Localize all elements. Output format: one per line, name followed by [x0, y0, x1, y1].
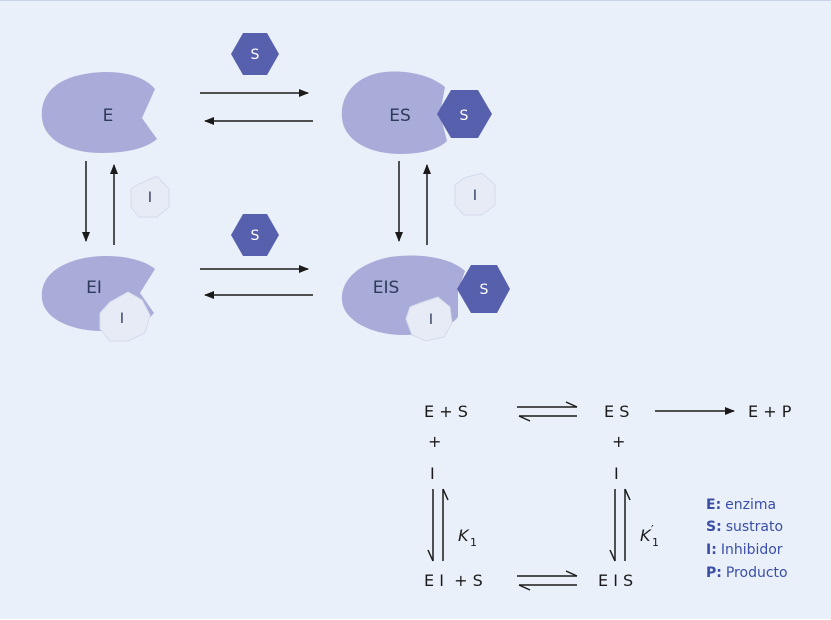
scheme-plus-right: +	[612, 432, 625, 451]
equilibrium-arrows-row1	[517, 401, 578, 422]
inhibitor-label-right: I	[473, 188, 477, 204]
substrate-free-top: S	[231, 33, 279, 75]
inhibitor-free-right: I	[454, 172, 496, 216]
scheme-plus-left: +	[428, 432, 441, 451]
constant-k1-prime: K	[640, 526, 652, 545]
constant-k1-prime-subscript: 1	[652, 536, 659, 549]
equilibrium-arrows-row3	[517, 570, 578, 591]
enzyme-inhibitor-substrate-complex: EIS S I	[341, 255, 510, 342]
ei-inhibitor-label: I	[120, 311, 124, 327]
inhibitor-free-left: I	[130, 175, 170, 218]
es-substrate-label: S	[460, 108, 469, 124]
legend-item-enzyme: E:enzima	[706, 497, 776, 513]
eis-label: EIS	[373, 278, 400, 298]
constant-k1-prime-mark: ′	[651, 523, 654, 537]
scheme-ei-plus-s: E I + S	[424, 571, 483, 590]
scheme-es: E S	[604, 402, 629, 421]
equilibrium-arrows-right	[609, 488, 631, 562]
enzyme-substrate-complex: ES S	[341, 71, 492, 154]
inhibitor-label-left: I	[148, 190, 152, 206]
legend-item-inhibitor: I:Inhibidor	[706, 542, 783, 558]
scheme-inhibitor-left: I	[430, 464, 435, 483]
enzyme-free: E	[41, 71, 157, 153]
constant-k1: K	[458, 526, 470, 545]
legend: E:enzima S:sustrato I:Inhibidor P:Produc…	[706, 497, 788, 581]
ei-label: EI	[86, 278, 102, 298]
enzyme-label: E	[103, 106, 114, 126]
enzyme-inhibitor-complex: EI I	[41, 256, 155, 342]
scheme-e-plus-s: E + S	[424, 402, 468, 421]
legend-item-substrate: S:sustrato	[706, 519, 783, 535]
eis-substrate-label: S	[480, 282, 489, 298]
legend-item-product: P:Producto	[706, 565, 788, 581]
scheme-eis: E I S	[598, 571, 633, 590]
equilibrium-arrows-left	[427, 488, 449, 562]
scheme-e-plus-p: E + P	[748, 402, 792, 421]
scheme-inhibitor-right: I	[614, 464, 619, 483]
es-label: ES	[389, 106, 411, 126]
substrate-free-middle: S	[231, 214, 279, 256]
substrate-label-middle: S	[251, 228, 260, 244]
eis-inhibitor-label: I	[429, 312, 433, 328]
constant-k1-subscript: 1	[470, 536, 477, 549]
substrate-label-top: S	[251, 47, 260, 63]
